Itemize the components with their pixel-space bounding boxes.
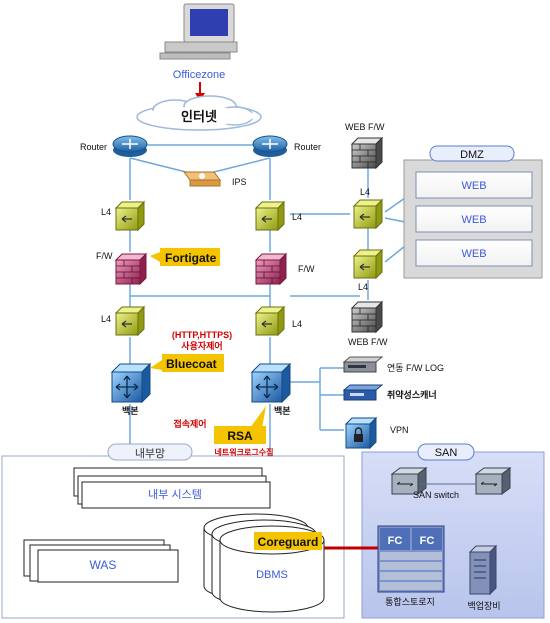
dmz-web-2-label: WEB: [461, 214, 486, 226]
l4-dmz-lower-label: L4: [358, 282, 368, 292]
rsa-label: RSA: [227, 429, 253, 443]
firewall-icon-web-top: [350, 136, 384, 170]
router-left-label: Router: [80, 142, 107, 152]
bluecoat-label: Bluecoat: [166, 357, 217, 371]
dmz-web-1-label: WEB: [461, 180, 486, 192]
fw-left-label: F/W: [96, 251, 113, 261]
officezone-label: Officezone: [173, 69, 225, 81]
san-switch-icon-left: [390, 467, 428, 495]
fwlog-label: 연동 F/W LOG: [387, 363, 444, 373]
l4-top-right-label: L4: [292, 212, 302, 222]
network-links: [129, 144, 406, 455]
internal-system-label: 내부 시스템: [148, 488, 202, 501]
pc-icon: [159, 3, 238, 60]
internet-label: 인터넷: [181, 109, 217, 124]
backbone-switch-icon-right: [250, 362, 292, 404]
san-tag: [417, 443, 475, 461]
vpn-label: VPN: [390, 425, 409, 435]
l4-bottom-right-label: L4: [292, 319, 302, 329]
router-right-label: Router: [294, 142, 321, 152]
san-title: SAN: [435, 447, 458, 459]
firewall-icon-right: [254, 252, 288, 286]
was-server-stack: [23, 539, 179, 583]
fc-label-2: FC: [420, 535, 435, 547]
router-icon-left: [112, 135, 148, 157]
dbms-cylinder-icon: [203, 513, 325, 613]
dmz-web-3-label: WEB: [461, 248, 486, 260]
vpn-icon: [344, 416, 378, 450]
router-icon-right: [252, 135, 288, 157]
access-control-annotation: 접속제어: [173, 418, 206, 429]
fortigate-callout: [150, 248, 220, 266]
fortigate-label: Fortigate: [165, 251, 217, 265]
scanner-label: 취약성스캐너: [387, 389, 437, 400]
firewall-icon-left: [114, 252, 148, 286]
l4-icon-dmz-lower: [352, 248, 384, 280]
ips-label: IPS: [232, 177, 247, 187]
l4-top-left-label: L4: [101, 207, 111, 217]
backup-label: 백업장비: [467, 601, 500, 611]
dmz-web-server-3: [415, 239, 533, 267]
internal-title: 내부망: [135, 447, 165, 460]
l4-icon-bottom-left: [114, 305, 146, 337]
log-collect-annotation: 네트워크로그수집: [215, 447, 274, 457]
dmz-zone: [403, 159, 543, 279]
coreguard-label: Coreguard: [258, 535, 319, 549]
dbms-label: DBMS: [256, 569, 288, 581]
san-switch-label: SAN switch: [413, 490, 459, 500]
ips-icon: [183, 171, 221, 187]
l4-bottom-left-label: L4: [101, 314, 111, 324]
rsa-callout: [214, 406, 266, 444]
bluecoat-callout: [150, 354, 224, 372]
http-annotation: (HTTP,HTTPS): [172, 330, 232, 340]
backbone-right-label: 백본: [274, 405, 291, 416]
l4-icon-top-right: [254, 200, 286, 232]
l4-icon-top-left: [114, 200, 146, 232]
fw-right-label: F/W: [298, 264, 315, 274]
dmz-web-server-1: [415, 171, 533, 199]
web-fw-top-label: WEB F/W: [345, 122, 385, 132]
backup-device-icon: [468, 544, 498, 596]
fwlog-server-icon: [342, 356, 384, 373]
storage-label: 통합스토로지: [385, 597, 435, 607]
dmz-web-server-2: [415, 205, 533, 233]
was-label: WAS: [90, 558, 117, 572]
coreguard-callout: [254, 532, 322, 550]
dmz-tag: [429, 145, 515, 162]
web-fw-bottom-label: WEB F/W: [348, 337, 388, 347]
firewall-icon-web-bottom: [350, 300, 384, 334]
fc-label-1: FC: [388, 535, 403, 547]
backbone-left-label: 백본: [122, 405, 139, 416]
san-switch-icon-right: [474, 467, 512, 495]
internal-tag: [107, 443, 193, 461]
l4-dmz-upper-label: L4: [360, 187, 370, 197]
dmz-title: DMZ: [460, 149, 484, 161]
user-control-annotation: 사용자제어: [181, 340, 222, 351]
backbone-switch-icon-left: [110, 362, 152, 404]
scanner-icon: [342, 384, 384, 401]
l4-icon-bottom-right: [254, 305, 286, 337]
storage-icon: [377, 525, 445, 593]
internal-system-stack: [73, 467, 271, 509]
l4-icon-dmz-upper: [352, 198, 384, 230]
